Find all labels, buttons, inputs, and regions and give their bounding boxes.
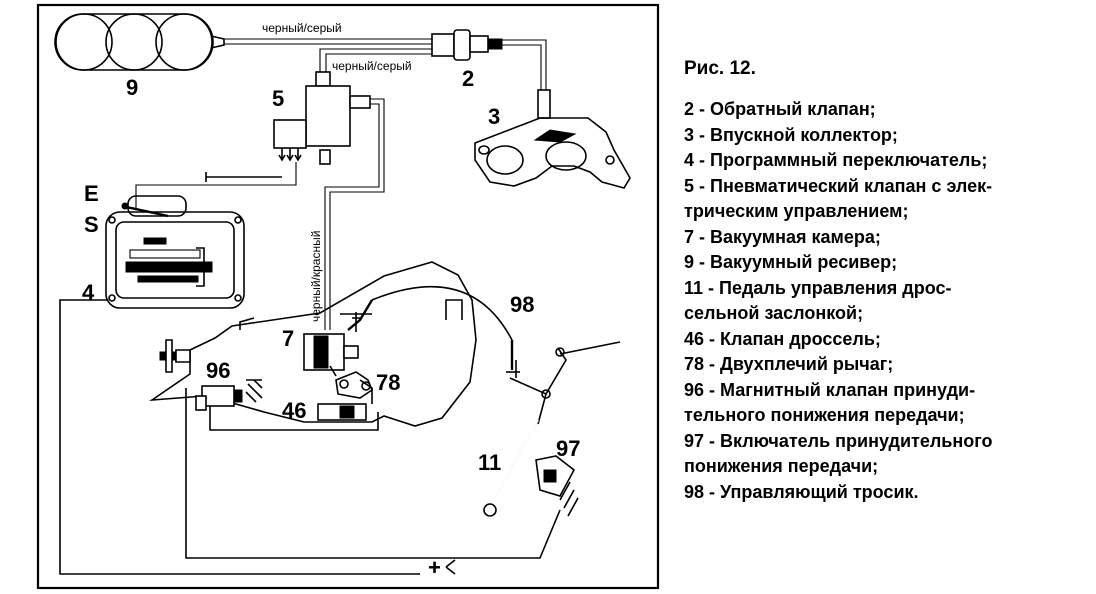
pneumatic-valve bbox=[273, 71, 371, 165]
legend-line: 78 - Двухплечий рычаг; bbox=[684, 354, 894, 374]
legend-line: 4 - Программный переключатель; bbox=[684, 150, 988, 170]
legend-line: трическим управлением; bbox=[684, 201, 909, 221]
legend-line: тельного понижения передачи; bbox=[684, 405, 965, 425]
figure-legend: Рис. 12. 2 - Обратный клапан; 3 - Впускн… bbox=[684, 58, 1094, 505]
label-97: 97 bbox=[556, 436, 580, 461]
electric-wires bbox=[59, 299, 561, 575]
label-98: 98 bbox=[510, 292, 534, 317]
label-46: 46 bbox=[282, 398, 306, 423]
legend-line: 98 - Управляющий тросик. bbox=[684, 481, 919, 502]
accelerator-pedal bbox=[483, 341, 621, 517]
label-3: 3 bbox=[488, 104, 500, 129]
legend-line: 7 - Вакуумная камера; bbox=[684, 226, 881, 247]
control-cable bbox=[371, 285, 520, 378]
legend-line: 97 - Включатель принудительного bbox=[684, 430, 993, 451]
kickdown-solenoid bbox=[195, 379, 263, 411]
legend-line: 5 - Пневматический клапан с элек- bbox=[684, 175, 993, 196]
label-4: 4 bbox=[82, 280, 95, 305]
vacuum-tubes bbox=[135, 38, 547, 330]
label-2: 2 bbox=[462, 66, 474, 91]
intake-manifold bbox=[474, 89, 631, 189]
label-e: E bbox=[84, 181, 99, 206]
label-96: 96 bbox=[206, 358, 230, 383]
wire-label-vertical: черный/красный bbox=[309, 231, 323, 322]
legend-line: 9 - Вакуумный ресивер; bbox=[684, 252, 898, 272]
wire-label-valve: черный/серый bbox=[332, 59, 412, 73]
vacuum-receiver bbox=[54, 13, 225, 71]
label-s: S bbox=[84, 212, 99, 237]
legend-line: 2 - Обратный клапан; bbox=[684, 99, 876, 119]
check-valve bbox=[431, 29, 503, 61]
label-5: 5 bbox=[272, 86, 284, 111]
program-switch bbox=[105, 195, 245, 309]
throttle-valve bbox=[317, 403, 367, 421]
wire-label-top: черный/серый bbox=[262, 21, 342, 35]
label-11: 11 bbox=[478, 450, 501, 475]
kickdown-switch bbox=[535, 455, 579, 517]
legend-line: понижения передачи; bbox=[684, 456, 879, 476]
legend-line: 11 - Педаль управления дрос- bbox=[684, 277, 952, 298]
two-arm-lever bbox=[329, 365, 373, 399]
legend-line: 46 - Клапан дроссель; bbox=[684, 328, 881, 349]
label-7: 7 bbox=[282, 326, 294, 351]
transmission-housing bbox=[149, 261, 477, 431]
label-9: 9 bbox=[126, 75, 138, 100]
legend-line: 96 - Магнитный клапан принуди- bbox=[684, 379, 976, 400]
legend-line: 3 - Впускной коллектор; bbox=[684, 124, 898, 145]
diagram-frame bbox=[36, 3, 660, 590]
vacuum-chamber bbox=[303, 333, 359, 371]
label-plus: + bbox=[428, 555, 441, 580]
figure-title: Рис. 12. bbox=[684, 58, 756, 79]
label-78: 78 bbox=[376, 370, 400, 395]
legend-line: сельной заслонкой; bbox=[684, 303, 864, 323]
